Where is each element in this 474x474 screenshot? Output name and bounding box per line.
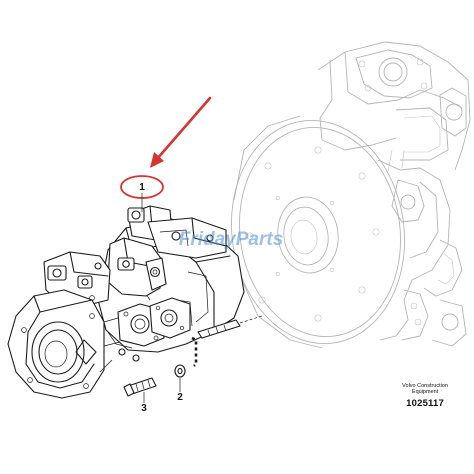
engine-block-background	[317, 41, 471, 347]
manufacturer-line-2: Equipment	[411, 389, 439, 395]
watermark-text: FridayParts	[179, 229, 284, 250]
figure-number: 1025117	[406, 398, 444, 409]
fridayparts-watermark: FridayParts	[179, 229, 284, 250]
manufacturer-line-1: Volvo Construction	[402, 383, 448, 389]
dashed-leader-lines	[191, 336, 198, 367]
red-pointer-arrow	[150, 96, 212, 168]
callout-label-1: 1	[139, 182, 145, 193]
hydraulic-pump-assembly	[7, 205, 245, 399]
callout-label-2: 2	[177, 392, 183, 403]
washer-part-2	[174, 364, 186, 392]
bolt-part-3	[123, 377, 157, 403]
mounting-stud	[197, 315, 263, 339]
callout-1-highlight: 1	[120, 175, 164, 212]
figure-info-block: Volvo Construction Equipment 1025117	[402, 383, 448, 409]
flywheel-housing	[230, 115, 406, 349]
callout-label-3: 3	[141, 403, 147, 414]
